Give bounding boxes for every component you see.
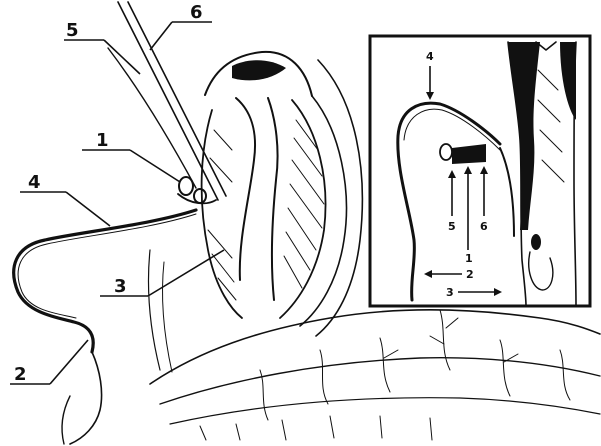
inset-label-4: 4 [426, 50, 434, 63]
inset-label-5: 5 [448, 220, 456, 233]
label-1: 1 [96, 130, 109, 151]
lower-tissue [150, 310, 600, 440]
hand-outline [62, 352, 102, 444]
main-labels: 6 5 1 4 3 2 [14, 2, 203, 385]
label-4: 4 [28, 172, 41, 193]
inset-label-6: 6 [480, 220, 488, 233]
inset-label-2: 2 [466, 268, 474, 281]
label-3: 3 [114, 276, 127, 297]
left-body-edge [148, 250, 172, 372]
cavity-hatching-left [208, 130, 236, 300]
inset-diagram: 4 5 6 1 2 3 [370, 36, 590, 306]
inset-frame [370, 36, 590, 306]
label-5: 5 [66, 20, 79, 41]
inset-label-1: 1 [465, 252, 473, 265]
leader-lines [10, 22, 224, 384]
catheter-tube [14, 210, 196, 352]
label-6: 6 [190, 2, 203, 23]
cavity-hatching-right [284, 120, 324, 288]
label-2: 2 [14, 364, 27, 385]
instrument-rod [118, 2, 226, 200]
inset-label-3: 3 [446, 286, 454, 299]
ligature-knot [178, 177, 216, 203]
